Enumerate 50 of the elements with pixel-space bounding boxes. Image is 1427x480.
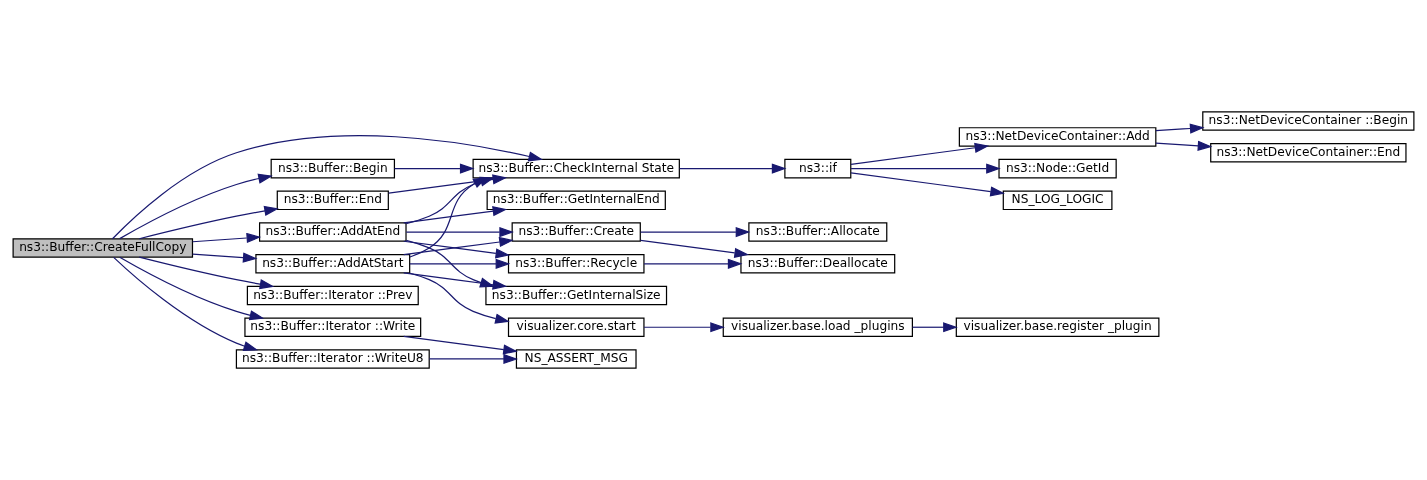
arrow	[428, 353, 518, 365]
arrow	[409, 258, 511, 269]
arrow	[1155, 140, 1213, 151]
node-box: ns3::if	[784, 158, 852, 179]
node-box: ns3::NetDeviceContainer::Add	[958, 127, 1157, 147]
arrow	[643, 322, 725, 333]
node-box: ns3::Buffer::GetInternalSize	[485, 285, 668, 306]
arrow	[403, 335, 518, 355]
node-box: ns3::Buffer::CreateFullCopy	[12, 238, 194, 258]
arrow	[119, 256, 265, 321]
node-box: visualizer.core.start	[507, 317, 645, 337]
node-box: ns3::Buffer::Recycle	[507, 254, 645, 274]
node-box: ns3::Node::GetId	[998, 158, 1117, 179]
arrow	[138, 256, 275, 290]
arrow	[408, 272, 510, 324]
node-box: ns3::Buffer::Iterator ::Write	[244, 317, 422, 337]
arrow	[1155, 123, 1205, 134]
arrow	[850, 172, 1005, 197]
arrow	[138, 205, 279, 240]
arrow	[643, 258, 743, 269]
arrow	[119, 173, 273, 240]
node-box: ns3::Buffer::CheckInternal State	[472, 158, 680, 179]
node-box: ns3::Buffer::AddAtEnd	[258, 222, 407, 242]
node-box: visualizer.base.register _plugin	[955, 317, 1160, 337]
node-box: ns3::NetDeviceContainer::End	[1210, 143, 1407, 163]
node-box: ns3::Buffer::Deallocate	[740, 254, 896, 274]
node-box: ns3::Buffer::AddAtStart	[255, 254, 411, 274]
arrow	[850, 142, 990, 165]
node-box: NS_ASSERT_MSG	[515, 349, 637, 369]
arrow	[678, 163, 787, 174]
node-box: NS_LOG_LOGIC	[1002, 190, 1113, 211]
node-box: ns3::Buffer::Create	[511, 222, 641, 242]
node-box: visualizer.base.load _plugins	[722, 317, 913, 337]
arrow	[192, 232, 262, 244]
node-box: ns3::Buffer::Iterator ::Prev	[246, 285, 419, 306]
node-box: ns3::Buffer::End	[276, 190, 389, 211]
node-box: ns3::Buffer::GetInternalEnd	[486, 190, 666, 211]
arrow	[640, 226, 751, 238]
node-box: ns3::Buffer::Allocate	[748, 222, 888, 242]
arrow	[850, 163, 1001, 174]
arrow	[113, 256, 259, 351]
node-box: ns3::Buffer::Iterator ::WriteU8	[235, 349, 430, 369]
arrow	[405, 226, 514, 238]
arrow	[192, 252, 258, 263]
node-box: ns3::Buffer::Begin	[270, 158, 396, 179]
arrow	[640, 239, 750, 258]
arrow	[393, 163, 475, 174]
arrow	[403, 206, 508, 224]
arrow	[911, 322, 958, 333]
node-box: ns3::NetDeviceContainer ::Begin	[1202, 111, 1415, 131]
